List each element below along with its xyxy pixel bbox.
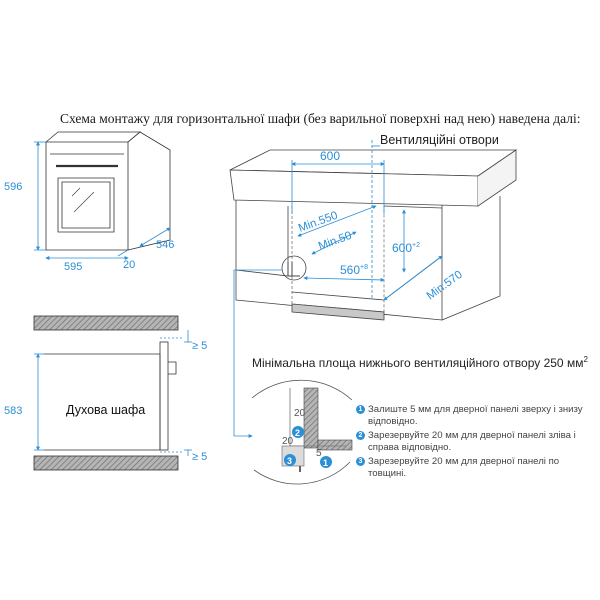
oven-door-panel <box>159 341 169 451</box>
note-2: 2 Зарезервуйте 20 мм для дверної панелі … <box>356 430 596 454</box>
detail-dim-left: 20 <box>282 436 294 447</box>
note-1-text: Залиште 5 мм для дверної панелі зверху і… <box>368 404 583 427</box>
niche-height-dim: 600+2 <box>392 241 420 255</box>
installation-caption: Схема монтажу для горизонтальної шафи (б… <box>60 111 581 126</box>
detail-horizontal-shelf <box>317 439 353 451</box>
note-2-text: Зарезервуйте 20 мм для дверної панелі зл… <box>368 430 576 453</box>
side-height-dim: 583 <box>4 405 22 417</box>
oven-width-dim: 595 <box>64 261 82 273</box>
oven-label: Духова шафа <box>66 403 145 417</box>
min-vent-area-label: Мінімальна площа нижнього вентиляційного… <box>252 355 588 370</box>
bottom-vent-slot <box>291 303 385 321</box>
oven-side-face <box>127 131 171 251</box>
oven-dimensions <box>34 141 171 260</box>
vent-openings-label: Вентиляційні отвори <box>380 133 499 147</box>
gap-top-dim: ≥ 5 <box>192 340 207 352</box>
oven-depth-dim: 546 <box>156 239 174 251</box>
detail-marker-1: 1 <box>320 456 332 468</box>
note-2-marker: 2 <box>356 431 365 440</box>
min-bottom-depth-dim: Min.570 <box>425 269 465 303</box>
note-3-text: Зарезервуйте 20 мм для дверної панелі по… <box>368 456 560 479</box>
svg-text:3: 3 <box>287 456 292 466</box>
niche-width-dim: 560+8 <box>340 263 368 277</box>
oven-top-face <box>45 131 142 143</box>
cabinet-dimensions <box>291 160 443 301</box>
oven-window <box>57 177 115 233</box>
oven-front-view <box>45 131 171 251</box>
installation-notes: 1 Залиште 5 мм для дверної панелі зверху… <box>356 404 596 482</box>
gap-bottom-dim: ≥ 5 <box>192 451 207 463</box>
oven-body-outline <box>44 353 161 451</box>
svg-text:2: 2 <box>295 428 300 438</box>
side-dimensions <box>34 330 192 456</box>
oven-glass-reflection <box>71 187 95 213</box>
note-3-marker: 3 <box>356 457 365 466</box>
note-3: 3 Зарезервуйте 20 мм для дверної панелі … <box>356 456 596 480</box>
detail-marker-3: 3 <box>284 454 296 466</box>
detail-marker-2: 2 <box>292 426 304 438</box>
detail-leader-lines <box>233 269 282 438</box>
detail-dim-top: 20 <box>294 408 306 419</box>
side-section-view <box>33 315 179 471</box>
min-gap-dim: Min.50 <box>317 230 354 253</box>
detail-callout-circle <box>281 255 307 281</box>
cabinet-left-panel <box>235 200 289 277</box>
oven-handle-side <box>168 361 177 375</box>
oven-door-dim: 20 <box>123 259 135 271</box>
note-1: 1 Залиште 5 мм для дверної панелі зверху… <box>356 404 596 428</box>
detail-vertical-panel <box>303 387 319 449</box>
lower-shelf-wall <box>33 455 179 471</box>
upper-shelf-wall <box>33 315 179 331</box>
niche-width-top-dim: 600 <box>320 149 340 163</box>
countertop-front <box>229 169 479 207</box>
detail-dim-bottom: 5 <box>316 448 322 459</box>
cabinet-3d-view <box>229 149 518 321</box>
oven-height-dim: 596 <box>4 181 22 193</box>
cabinet-right-panel <box>441 196 501 321</box>
min-depth-dim: Min.550 <box>297 210 340 235</box>
svg-text:1: 1 <box>323 458 328 468</box>
note-1-marker: 1 <box>356 405 365 414</box>
